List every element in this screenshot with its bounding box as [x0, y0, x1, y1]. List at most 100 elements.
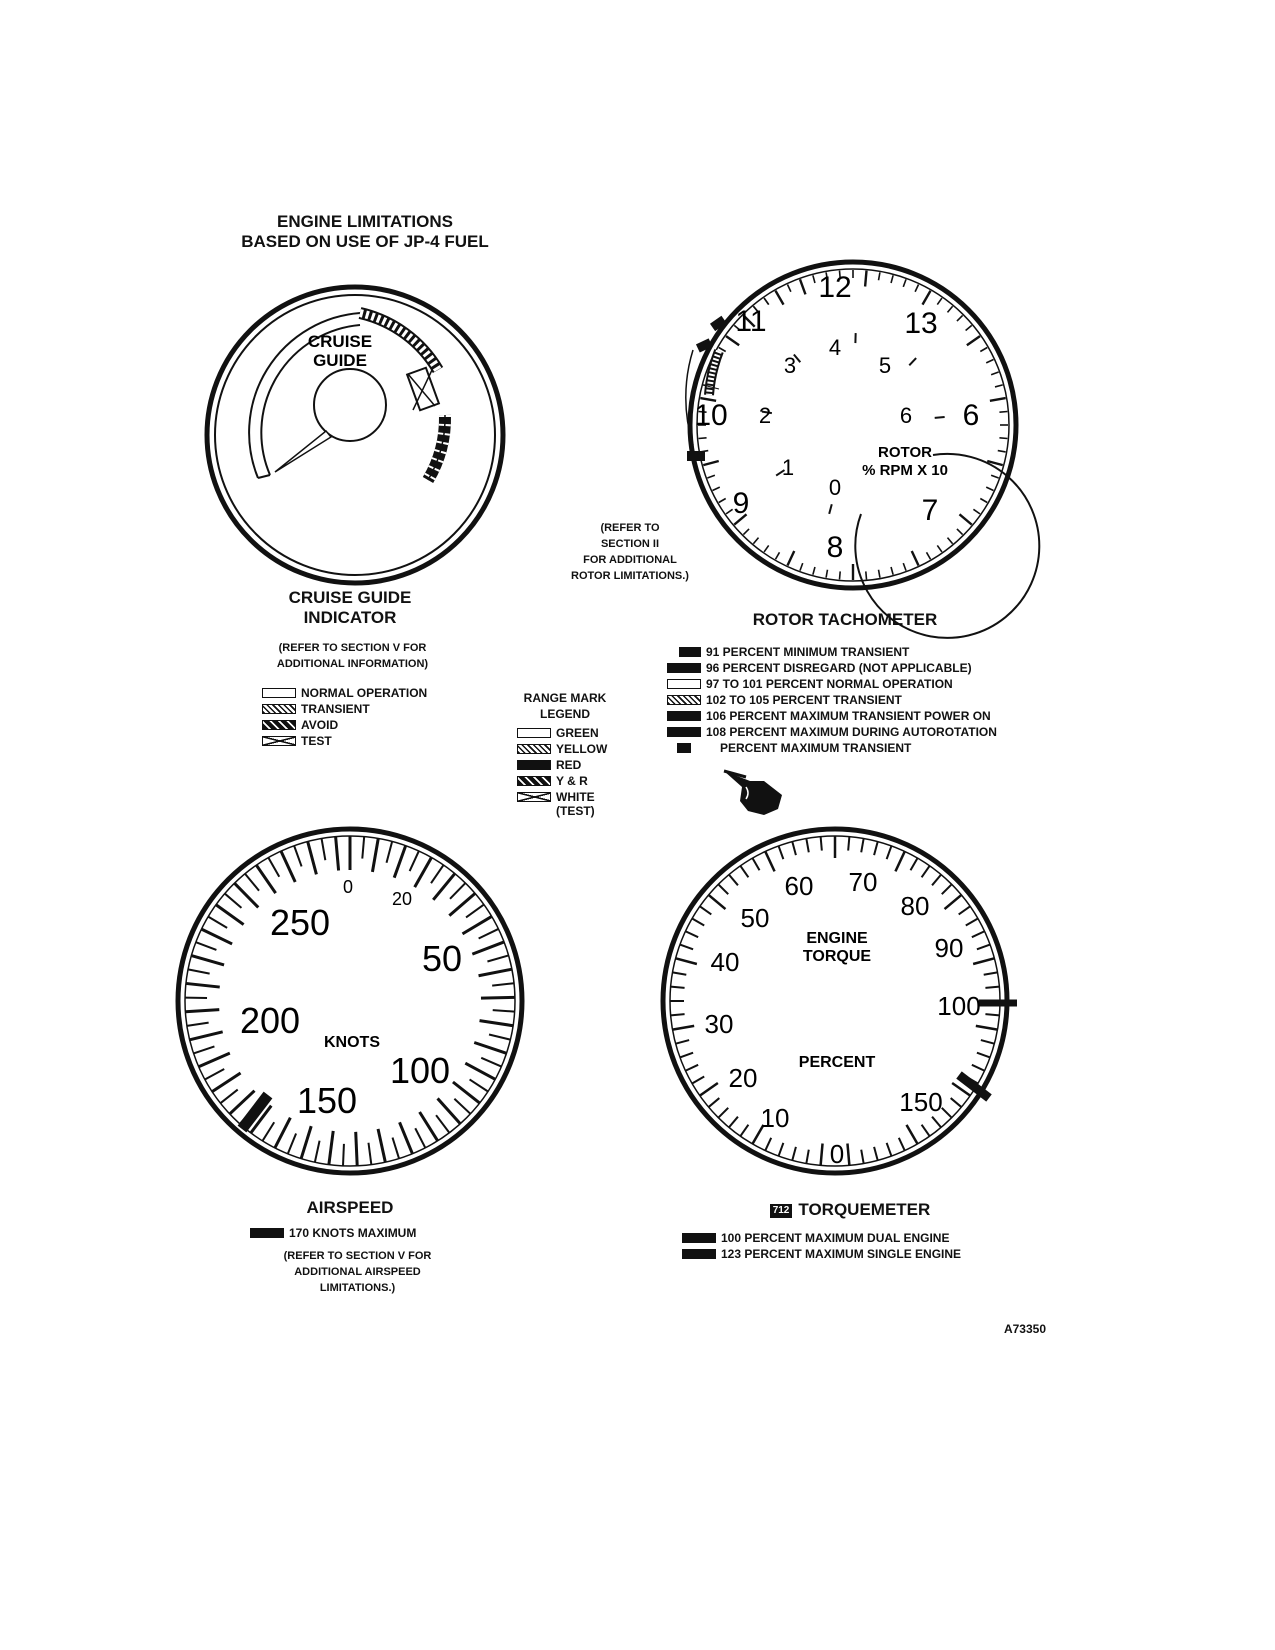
torque-number-10: 10 — [761, 1103, 790, 1133]
legend-label: GREEN — [556, 726, 599, 740]
cruise-guide-dial-label-2: GUIDE — [313, 351, 367, 370]
tick-mark — [777, 1142, 785, 1157]
tick-mark — [418, 1111, 439, 1142]
tick-mark — [279, 850, 297, 883]
tick-mark — [670, 1013, 685, 1017]
tick-mark — [791, 841, 797, 856]
tick-mark — [728, 1116, 739, 1129]
legend-label: WHITE — [556, 790, 595, 804]
tick-mark — [777, 845, 785, 860]
tick-mark — [685, 930, 699, 939]
tick-mark — [943, 893, 963, 911]
yellow-swatch — [517, 744, 551, 754]
avoid-swatch — [262, 720, 296, 730]
tick-mark — [306, 841, 318, 875]
tick-mark — [965, 917, 979, 927]
legend-label: Y & R — [556, 774, 588, 788]
tick-mark — [921, 290, 932, 306]
tick-mark — [775, 469, 786, 477]
tick-mark — [908, 357, 917, 367]
tick-mark — [847, 836, 851, 851]
rotor-number-9: 9 — [733, 487, 750, 520]
tick-mark — [675, 957, 698, 966]
tick-mark — [786, 550, 796, 566]
tick-mark — [819, 1143, 824, 1166]
tick-mark — [752, 537, 760, 545]
tick-mark — [825, 569, 829, 578]
torquemeter-title-text: TORQUEMETER — [798, 1200, 931, 1219]
tick-mark — [392, 845, 408, 879]
tick-mark — [261, 1121, 276, 1142]
tick-mark — [195, 941, 217, 951]
tick-mark — [320, 838, 327, 861]
tick-mark — [370, 838, 380, 873]
tick-mark — [299, 1125, 313, 1160]
rotor-number-7: 7 — [922, 494, 939, 527]
tick-mark — [480, 995, 515, 1000]
tick-mark — [712, 486, 721, 492]
tick-mark — [679, 1051, 694, 1059]
legend-row: WHITE — [517, 789, 607, 805]
tick-mark — [971, 1063, 985, 1072]
tick-mark — [190, 954, 225, 967]
tick-mark — [185, 1008, 220, 1014]
cruise-guide-gauge: CRUISE GUIDE — [204, 284, 506, 586]
red-swatch — [667, 663, 701, 673]
tick-mark — [763, 544, 770, 553]
tick-mark — [979, 346, 988, 353]
tick-mark — [480, 1056, 502, 1068]
cruise-guide-title-line-1: CRUISE GUIDE — [288, 588, 412, 607]
tick-mark — [430, 864, 445, 884]
tick-mark — [413, 856, 433, 888]
tick-mark — [193, 1045, 215, 1055]
tick-mark — [228, 1089, 256, 1116]
tick-mark — [763, 297, 770, 306]
tick-mark — [725, 335, 740, 347]
cruise-guide-note-line-2: ADDITIONAL INFORMATION) — [276, 658, 429, 670]
torque-number-60: 60 — [785, 871, 814, 901]
tick-mark — [934, 415, 945, 419]
rotor-tachometer-title: ROTOR TACHOMETER — [752, 610, 938, 629]
tick-mark — [313, 1140, 321, 1163]
tick-mark — [805, 838, 810, 853]
rotor-number-12: 12 — [818, 271, 851, 304]
tick-mark — [717, 883, 729, 895]
tick-mark — [707, 1097, 720, 1108]
tick-mark — [966, 335, 981, 347]
airspeed-note-line-3: LIMITATIONS.) — [319, 1282, 396, 1294]
tick-mark — [941, 1107, 953, 1119]
tick-mark — [972, 508, 981, 515]
airspeed-number-50: 50 — [422, 938, 462, 979]
red-swatch — [677, 743, 691, 753]
torque-number-20: 20 — [729, 1063, 758, 1093]
tick-mark — [487, 954, 509, 963]
tick-mark — [985, 1013, 1000, 1017]
red-swatch — [667, 727, 701, 737]
tick-mark — [951, 1081, 971, 1097]
tick-mark — [885, 1142, 893, 1157]
tick-mark — [989, 396, 1006, 403]
legend-row: GREEN — [517, 725, 607, 741]
rotor-inner-2: 2 — [759, 403, 771, 428]
legend-row: 91 PERCENT MINIMUM TRANSIENT — [667, 644, 997, 660]
tick-mark — [791, 1146, 797, 1161]
tick-mark — [873, 841, 879, 856]
legend-label: 123 PERCENT MAXIMUM SINGLE ENGINE — [721, 1247, 962, 1261]
torque-number-100: 100 — [937, 991, 980, 1021]
rotor-refer-note: (REFER TO SECTION II FOR ADDITIONAL ROTO… — [555, 520, 705, 584]
rotor-dial-label-1: ROTOR — [878, 444, 932, 461]
tick-mark — [449, 882, 467, 900]
tick-mark — [408, 850, 420, 872]
torque-number-50: 50 — [741, 903, 770, 933]
tick-mark — [211, 1071, 242, 1093]
tick-mark — [986, 459, 1004, 467]
tick-mark — [249, 1104, 273, 1134]
tick-mark — [946, 305, 954, 313]
tick-mark — [742, 314, 750, 322]
tick-mark — [799, 562, 804, 571]
tick-mark — [435, 1114, 451, 1134]
legend-label: 96 PERCENT DISREGARD (NOT APPLICABLE) — [706, 661, 972, 675]
rotor-inner-3: 3 — [784, 353, 796, 378]
cruise-guide-title-line-2: INDICATOR — [303, 608, 397, 627]
tick-mark — [200, 927, 233, 946]
